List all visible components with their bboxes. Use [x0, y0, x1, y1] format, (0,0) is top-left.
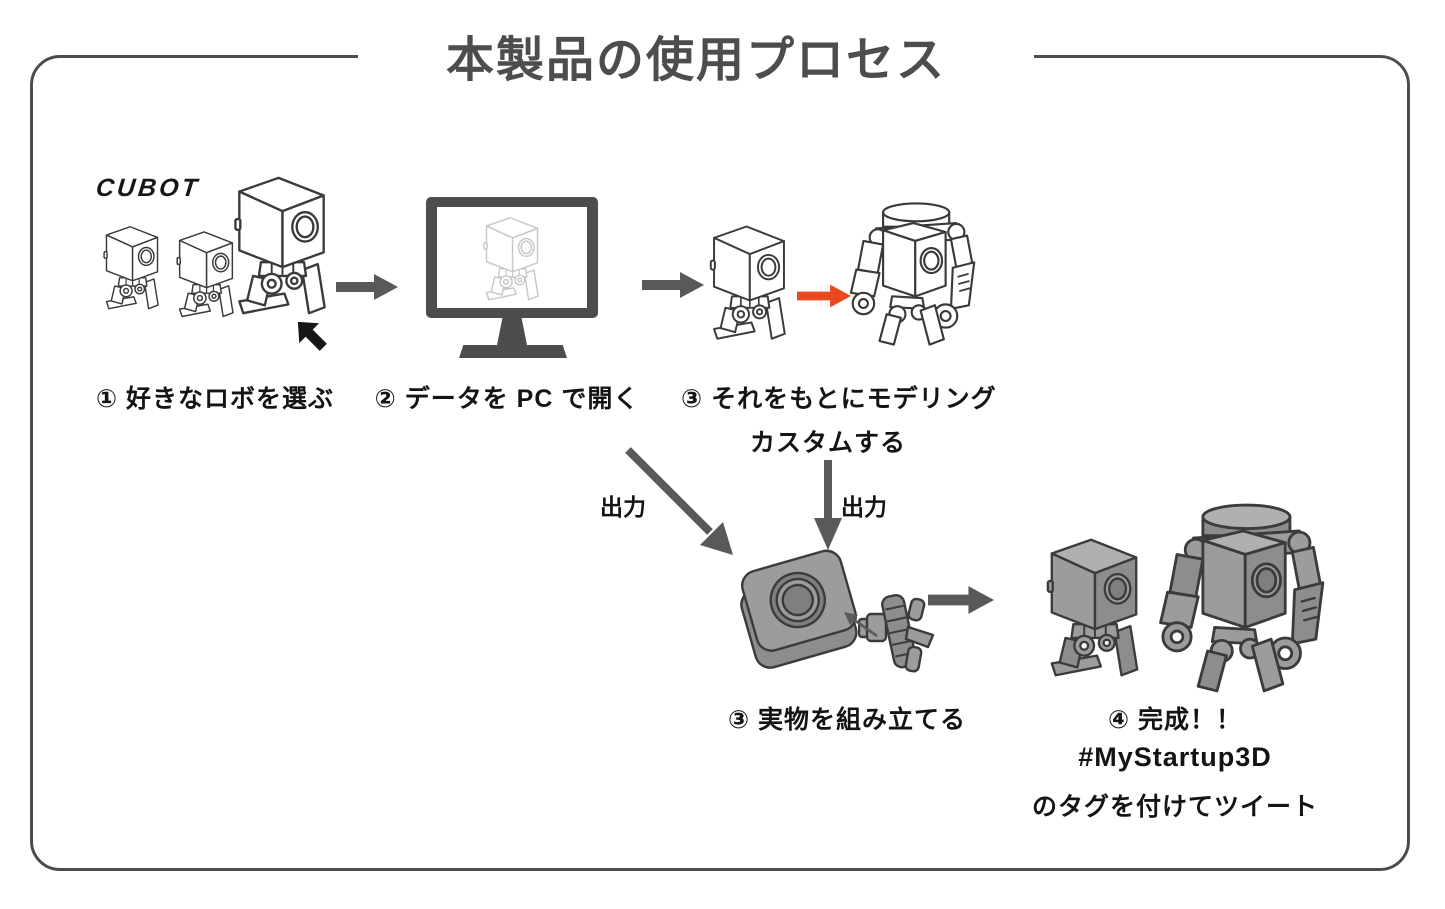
output-label-right: 出力	[841, 494, 887, 520]
cubot-logo: CUBOT	[94, 174, 202, 202]
cursor-arrow-icon	[297, 321, 327, 351]
robot-custom-illustration	[842, 196, 976, 352]
step3-label-line2: カスタムする	[749, 429, 906, 457]
tweet-label: のタグを付けてツイート	[1031, 793, 1318, 821]
arrow-right-icon	[928, 586, 994, 614]
finished-robot-custom-illustration	[1148, 498, 1326, 698]
robot-base-illustration	[703, 220, 795, 346]
assemble-label: ③ 実物を組み立てる	[727, 706, 967, 734]
monitor-stand	[497, 318, 527, 345]
monitor-base	[459, 345, 567, 358]
step3-label-line1: ③ それをもとにモデリング	[681, 385, 997, 413]
output-arrow-vertical-icon	[814, 460, 842, 550]
finished-robot-basic-illustration	[1040, 522, 1148, 694]
screen-robot-illustration	[474, 213, 550, 305]
step1-label: ① 好きなロボを選ぶ	[95, 385, 335, 413]
insert-arrow-icon	[844, 612, 878, 638]
arrow-right-icon	[336, 274, 398, 300]
output-label-left: 出力	[600, 494, 646, 520]
output-arrow-diagonal-icon	[625, 447, 733, 555]
step2-label: ② データを PC で開く	[374, 385, 640, 413]
arrow-right-icon	[642, 272, 704, 298]
hashtag-label: #MyStartup3D	[1078, 742, 1272, 772]
page-title: 本製品の使用プロセス	[445, 34, 946, 87]
finish-label: ④ 完成！！	[1107, 706, 1243, 734]
robot-large-illustration	[225, 170, 338, 322]
monitor-screen	[437, 207, 587, 308]
title-area: 本製品の使用プロセス	[358, 24, 1034, 87]
robot-small-illustration	[93, 222, 171, 314]
